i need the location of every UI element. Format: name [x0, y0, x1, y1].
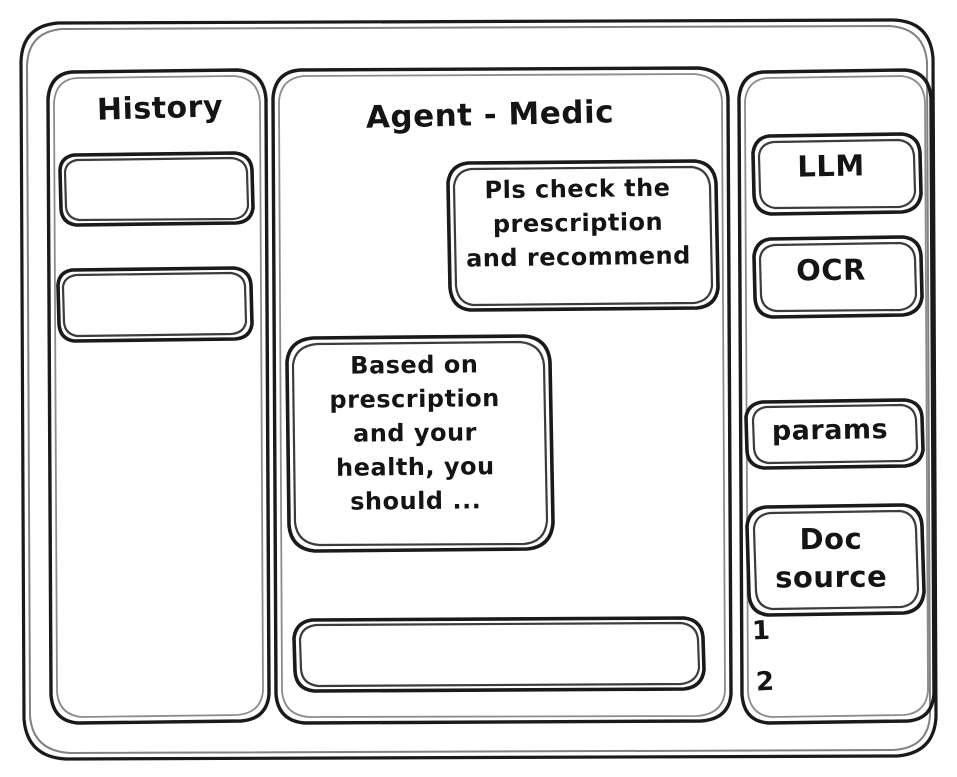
- tool-button-params[interactable]: [746, 400, 923, 468]
- tool-button-doc-source[interactable]: [747, 505, 924, 615]
- tool-button-ocr[interactable]: [754, 237, 922, 317]
- history-item-2[interactable]: [58, 268, 252, 341]
- composer-input[interactable]: [294, 618, 704, 691]
- tool-button-llm[interactable]: [753, 134, 921, 214]
- history-item-1[interactable]: [60, 153, 253, 225]
- user-message-bubble: [448, 161, 718, 310]
- agent-message-bubble: [287, 336, 553, 551]
